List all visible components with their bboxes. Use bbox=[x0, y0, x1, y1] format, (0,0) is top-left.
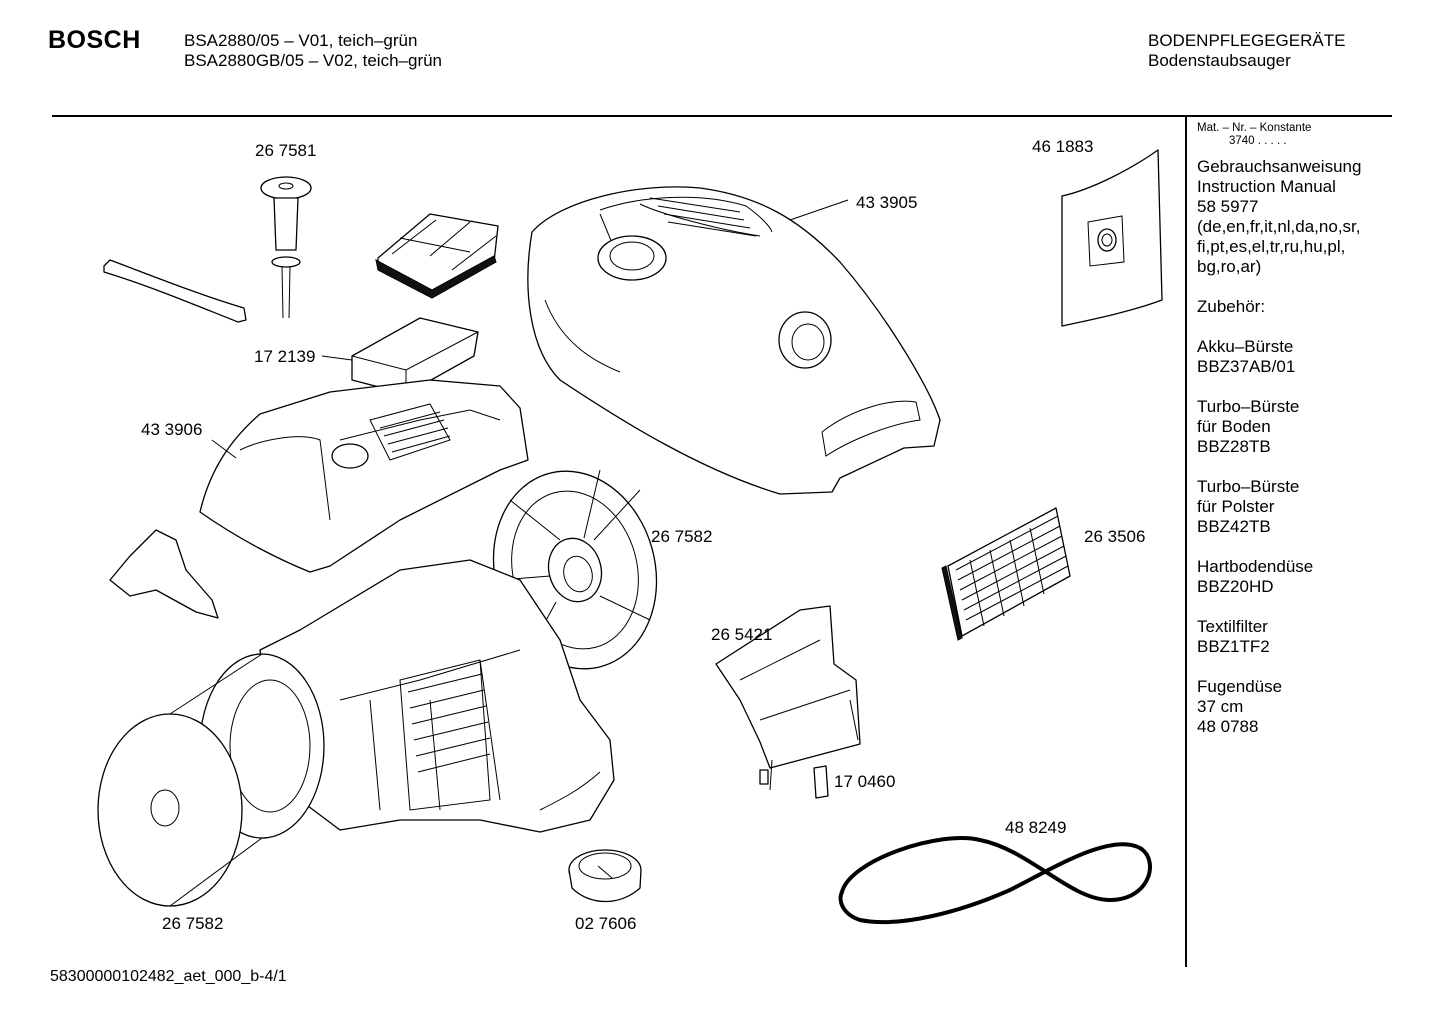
category-subtitle: Bodenstaubsauger bbox=[1148, 51, 1291, 70]
manual-line: fi,pt,es,el,tr,ru,hu,pl, bbox=[1197, 237, 1346, 256]
accessory-fugenduese: Fugendüse 37 cm 48 0788 bbox=[1197, 677, 1387, 737]
exploded-view-drawing bbox=[97, 149, 1163, 925]
accessory-line: für Polster bbox=[1197, 497, 1275, 516]
part-drawing-172139 bbox=[351, 317, 479, 395]
part-label-433905: 43 3905 bbox=[856, 193, 918, 212]
sidebar-divider bbox=[1185, 117, 1187, 967]
manual-line: Instruction Manual bbox=[1197, 177, 1336, 196]
accessory-line: BBZ37AB/01 bbox=[1197, 357, 1296, 376]
part-drawing-461883 bbox=[1061, 149, 1163, 327]
part-label-265421: 26 5421 bbox=[711, 625, 773, 644]
part-drawing-263506 bbox=[941, 507, 1071, 641]
accessory-akku-buerste: Akku–Bürste BBZ37AB/01 bbox=[1197, 337, 1387, 377]
accessory-line: Textilfilter bbox=[1197, 617, 1268, 636]
part-drawing-027606 bbox=[568, 849, 642, 903]
accessory-turbo-boden: Turbo–Bürste für Boden BBZ28TB bbox=[1197, 397, 1387, 457]
accessory-line: 48 0788 bbox=[1197, 717, 1259, 736]
accessory-line: Turbo–Bürste bbox=[1197, 477, 1300, 496]
manual-line: 58 5977 bbox=[1197, 197, 1259, 216]
manual-line: Gebrauchsanweisung bbox=[1197, 157, 1362, 176]
part-label-267581: 26 7581 bbox=[255, 141, 317, 160]
manual-line: (de,en,fr,it,nl,da,no,sr, bbox=[1197, 217, 1361, 236]
part-drawing-433906 bbox=[199, 379, 529, 573]
accessory-line: Hartbodendüse bbox=[1197, 557, 1314, 576]
accessory-hartbodenduese: Hartbodendüse BBZ20HD bbox=[1197, 557, 1387, 597]
manual-block: Gebrauchsanweisung Instruction Manual 58… bbox=[1197, 157, 1387, 277]
part-drawing-bracket bbox=[109, 529, 219, 619]
accessory-textilfilter: Textilfilter BBZ1TF2 bbox=[1197, 617, 1387, 657]
accessories-heading: Zubehör: bbox=[1197, 297, 1387, 317]
part-label-433906: 43 3906 bbox=[141, 420, 203, 439]
part-drawing-170460 bbox=[813, 765, 829, 799]
brand-logo: BOSCH bbox=[48, 26, 141, 54]
part-drawing-seal-strip bbox=[103, 259, 247, 323]
part-label-267582-front: 26 7582 bbox=[162, 914, 224, 933]
accessory-line: Akku–Bürste bbox=[1197, 337, 1294, 356]
accessory-line: Fugendüse bbox=[1197, 677, 1283, 696]
part-drawing-base-body bbox=[259, 559, 615, 833]
manual-line: bg,ro,ar) bbox=[1197, 257, 1262, 276]
part-label-263506: 26 3506 bbox=[1084, 527, 1146, 546]
accessory-line: BBZ42TB bbox=[1197, 517, 1271, 536]
part-drawing-267581 bbox=[260, 176, 312, 319]
model-line-1: BSA2880/05 – V01, teich–grün bbox=[184, 31, 418, 50]
part-drawing-488249 bbox=[838, 836, 1152, 925]
document-id: 58300000102482_aet_000_b-4/1 bbox=[50, 968, 287, 985]
part-label-027606: 02 7606 bbox=[575, 914, 637, 933]
accessory-line: BBZ20HD bbox=[1197, 577, 1274, 596]
part-label-172139: 17 2139 bbox=[254, 347, 316, 366]
part-drawing-267582b bbox=[97, 653, 325, 907]
part-drawing-265421 bbox=[715, 605, 861, 791]
part-drawing-filter-cassette bbox=[375, 213, 499, 299]
part-label-170460: 17 0460 bbox=[834, 772, 896, 791]
accessory-line: 37 cm bbox=[1197, 697, 1244, 716]
accessory-turbo-polster: Turbo–Bürste für Polster BBZ42TB bbox=[1197, 477, 1387, 537]
part-label-267582-rear: 26 7582 bbox=[651, 527, 713, 546]
accessory-line: BBZ1TF2 bbox=[1197, 637, 1270, 656]
accessory-line: Turbo–Bürste bbox=[1197, 397, 1300, 416]
mat-nr-label: Mat. – Nr. – Konstante bbox=[1197, 122, 1312, 134]
model-line-2: BSA2880GB/05 – V02, teich–grün bbox=[184, 51, 443, 70]
accessory-line: für Boden bbox=[1197, 417, 1271, 436]
accessory-sidebar: Mat. – Nr. – Konstante 3740 . . . . . Ge… bbox=[1197, 122, 1387, 757]
header-divider bbox=[52, 115, 1392, 117]
accessory-line: BBZ28TB bbox=[1197, 437, 1271, 456]
part-label-488249: 48 8249 bbox=[1005, 818, 1067, 837]
mat-nr-value: 3740 . . . . . bbox=[1229, 135, 1287, 147]
accessories-heading-text: Zubehör: bbox=[1197, 297, 1266, 316]
part-label-461883: 46 1883 bbox=[1032, 137, 1094, 156]
part-drawing-433905 bbox=[527, 186, 941, 495]
category-title: BODENPFLEGEGERÄTE bbox=[1148, 31, 1346, 50]
